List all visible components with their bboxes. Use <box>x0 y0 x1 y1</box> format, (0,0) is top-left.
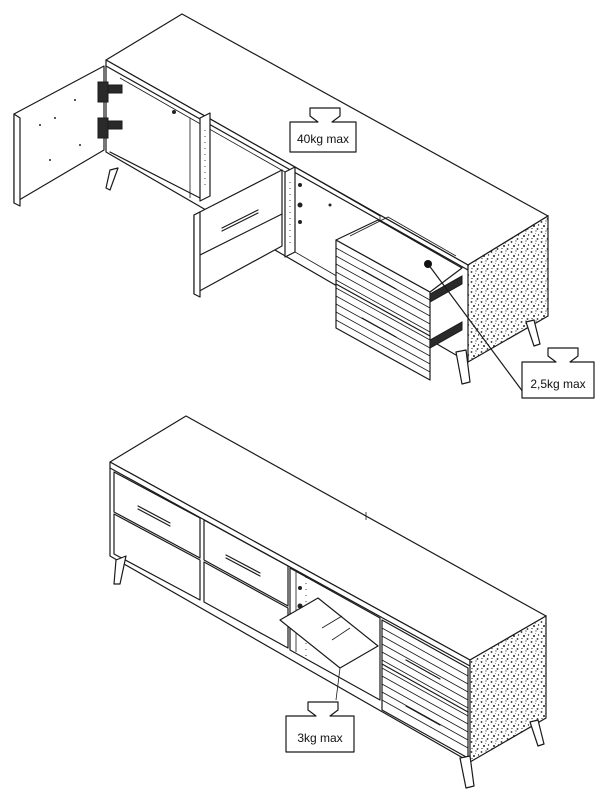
cabinet-open-view <box>13 13 549 397</box>
top-weight-label: 40kg max <box>297 132 349 146</box>
weight-icon: 2,5kg max <box>521 347 595 399</box>
weight-icon: 40kg max <box>289 107 357 153</box>
weight-icon: 3kg max <box>285 701 355 753</box>
drawer-weight-label: 2,5kg max <box>530 377 585 391</box>
hinge-icon <box>97 81 123 139</box>
flap-weight-label: 3kg max <box>297 731 342 745</box>
cabinet-closed-view <box>109 415 547 789</box>
